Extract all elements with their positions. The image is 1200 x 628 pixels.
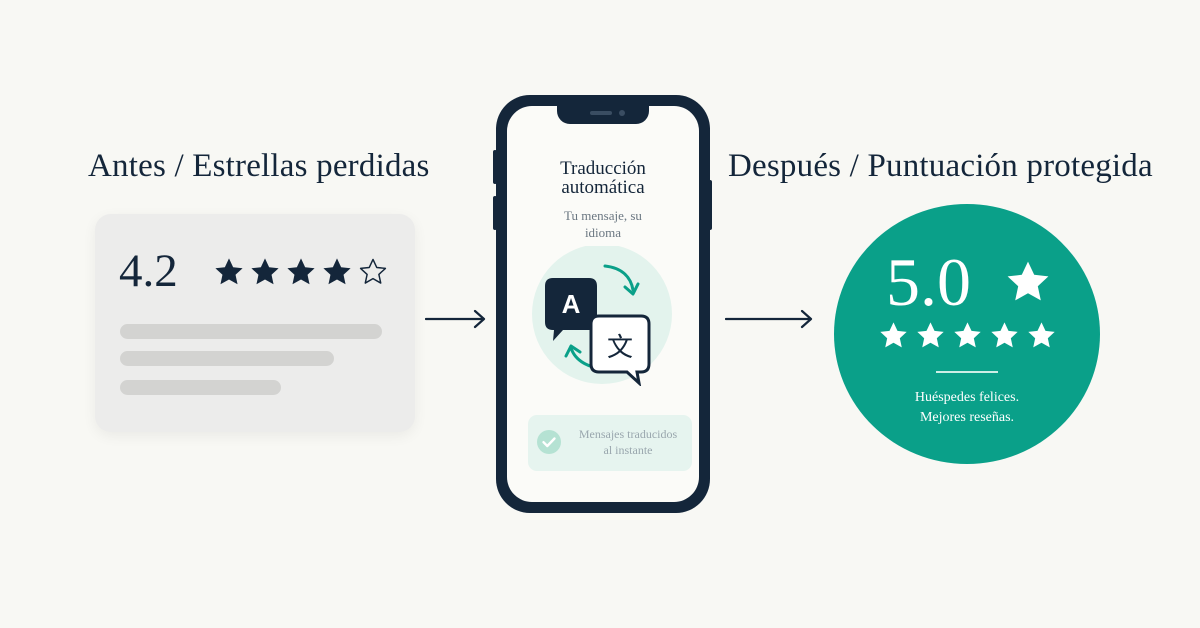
phone-subtitle: Tu mensaje, su idioma [507,207,699,241]
phone-title-line: automática [561,177,645,198]
status-note-text: Mensajes traducidos al instante [568,426,688,458]
star-icon [323,258,351,285]
status-note-line: al instante [603,443,653,457]
phone-side-button [493,196,497,230]
before-star-rating [213,256,389,288]
phone-camera [619,110,625,116]
arrow-right-icon [425,309,486,329]
after-tagline: Huéspedes felices. Mejores reseñas. [834,388,1100,428]
translate-icon: A 文 [532,246,672,386]
badge-b: 文 [607,333,633,363]
phone-subtitle-line: idioma [584,225,622,240]
star-icon [251,258,279,285]
status-note-line: Mensajes traducidos [578,427,678,441]
star-icon [880,322,907,348]
badge-a: A [562,289,581,319]
phone-side-button [708,180,712,230]
after-rating-badge: 5.0 Huéspedes felices. Mejores reseñas. [834,204,1100,464]
star-icon [287,258,315,285]
star-icon [954,322,981,348]
star-icon [1028,322,1055,348]
star-icon [1007,261,1049,301]
before-rating-value: 4.2 [119,245,178,297]
phone-mockup: Traducción automática Tu mensaje, su idi… [496,95,710,513]
star-outline-icon [359,258,387,284]
arrow-right-icon [725,309,813,329]
translation-status-note: Mensajes traducidos al instante [528,415,692,471]
star-icon [215,258,243,285]
after-tagline-line: Mejores reseñas. [919,410,1015,425]
review-placeholder-line [120,351,334,366]
before-heading: Antes / Estrellas perdidas [88,148,430,184]
review-placeholder-line [120,380,281,395]
star-icon [991,322,1018,348]
check-icon [537,430,561,454]
phone-side-button [493,150,497,184]
phone-title-line: Traducción [560,158,646,179]
review-placeholder-line [120,324,382,339]
phone-notch [557,106,649,124]
phone-title: Traducción automática [507,159,699,197]
after-heading: Después / Puntuación protegida [728,148,1153,184]
before-review-card: 4.2 [95,214,415,432]
divider [936,371,998,373]
phone-subtitle-line: Tu mensaje, su [564,208,642,223]
after-star-rating [878,320,1057,351]
phone-speaker [590,111,612,115]
after-tagline-line: Huéspedes felices. [914,390,1020,405]
phone-screen: Traducción automática Tu mensaje, su idi… [507,106,699,502]
after-rating-value: 5.0 [886,244,971,320]
star-icon [917,322,944,348]
